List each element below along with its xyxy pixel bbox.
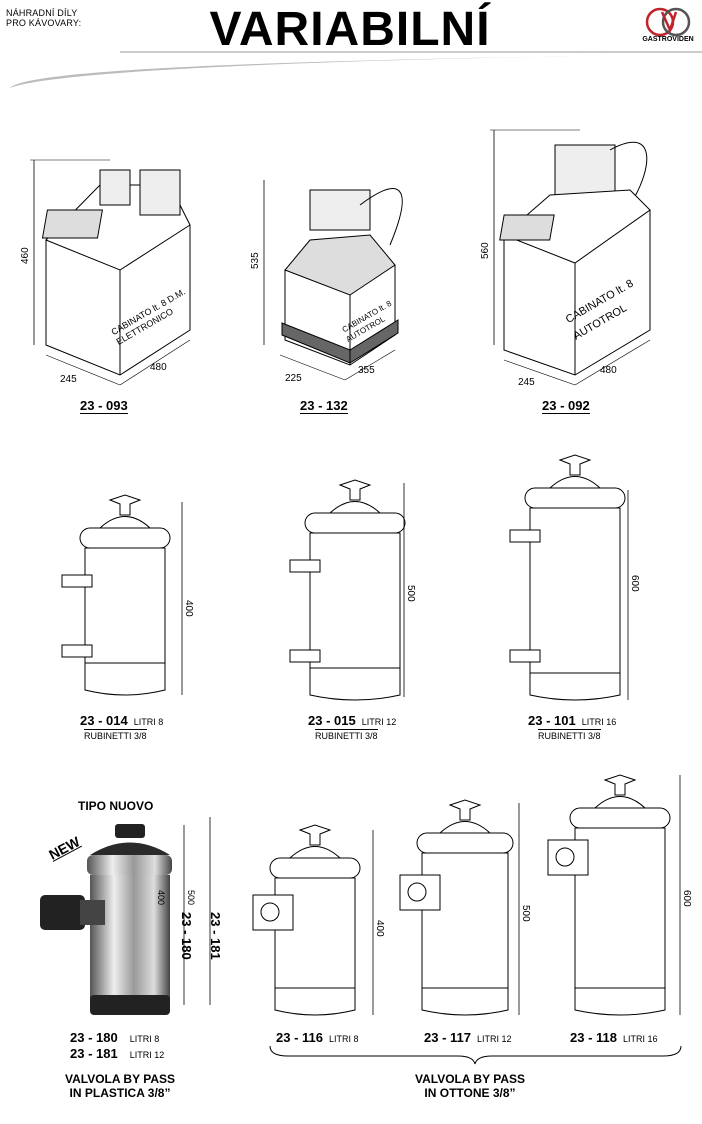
code-23-101: 23 - 101 LITRI 16 bbox=[528, 713, 616, 728]
code-23-117: 23 - 117 LITRI 12 bbox=[424, 1030, 512, 1045]
plastic-dim-400: 400 bbox=[156, 890, 166, 906]
brass-caption-line2: IN OTTONE 3/8” bbox=[424, 1086, 516, 1100]
cabinato-2-height: 535 bbox=[250, 252, 261, 269]
header-subtitle-line2: PRO KÁVOVARY: bbox=[6, 18, 82, 28]
plastic-caption-line1: VALVOLA BY PASS bbox=[64, 1072, 175, 1086]
plastic-dim-500: 500 bbox=[186, 890, 196, 906]
code-23-092: 23 - 092 bbox=[542, 398, 590, 414]
cabinato-23-132-drawing: 535 CABINATO lt. 8 AUTOTROL 225 355 bbox=[250, 180, 403, 384]
litri-23-180: LITRI 8 bbox=[129, 1034, 160, 1044]
rubinetti-23-101: RUBINETTI 3/8 bbox=[538, 729, 601, 741]
plastic-vertical-code-180: 23 - 180 bbox=[179, 912, 194, 960]
cabinato-23-092-drawing: 560 CABINATO lt. 8 AUTOTROL 245 480 bbox=[480, 129, 651, 388]
cabinato-2-depth: 225 bbox=[285, 373, 302, 384]
header-subtitle-line1: NÁHRADNÍ DÍLY bbox=[6, 8, 78, 18]
softener-23-015-drawing: 500 bbox=[289, 479, 416, 701]
litri-23-015: LITRI 12 bbox=[361, 717, 397, 727]
brass-116-height: 400 bbox=[374, 920, 385, 937]
brass-caption-line1: VALVOLA BY PASS bbox=[414, 1072, 525, 1086]
softener-014-height: 400 bbox=[183, 600, 194, 617]
cabinato-3-height: 560 bbox=[480, 242, 491, 259]
litri-23-181: LITRI 12 bbox=[129, 1050, 165, 1060]
litri-23-117: LITRI 12 bbox=[477, 1034, 512, 1044]
gastroviden-logo-icon bbox=[645, 7, 691, 37]
code-23-118: 23 - 118 LITRI 16 bbox=[570, 1030, 658, 1045]
code-23-015: 23 - 015 LITRI 12 bbox=[308, 713, 396, 728]
code-23-015-number: 23 - 015 bbox=[308, 713, 356, 728]
brass-softener-23-117-drawing: 500 bbox=[399, 799, 531, 1016]
code-23-117-number: 23 - 117 bbox=[424, 1030, 471, 1045]
plastic-caption-line2: IN PLASTICA 3/8” bbox=[69, 1086, 171, 1100]
litri-23-116: LITRI 8 bbox=[329, 1034, 359, 1044]
cabinato-1-width: 480 bbox=[150, 362, 167, 373]
plastic-dimensions bbox=[183, 817, 211, 1005]
rubinetti-23-015: RUBINETTI 3/8 bbox=[315, 729, 378, 741]
cabinato-3-width: 480 bbox=[600, 365, 617, 376]
brass-softener-23-116-drawing: 400 bbox=[252, 824, 385, 1016]
brass-117-height: 500 bbox=[520, 905, 531, 922]
litri-23-014: LITRI 8 bbox=[133, 717, 164, 727]
code-23-132: 23 - 132 bbox=[300, 398, 348, 414]
code-23-181-number: 23 - 181 bbox=[70, 1046, 118, 1061]
cabinato-3-depth: 245 bbox=[518, 377, 535, 388]
brass-softener-23-118-drawing: 600 bbox=[547, 774, 692, 1016]
cabinato-1-height: 460 bbox=[20, 247, 31, 264]
code-23-116: 23 - 116 LITRI 8 bbox=[276, 1030, 359, 1045]
litri-23-118: LITRI 16 bbox=[623, 1034, 658, 1044]
brass-grouping-brace bbox=[269, 1045, 682, 1065]
softener-23-014-drawing: 400 bbox=[61, 494, 194, 696]
brass-caption: VALVOLA BY PASS IN OTTONE 3/8” bbox=[380, 1072, 560, 1100]
code-23-180-number: 23 - 180 bbox=[70, 1030, 118, 1045]
code-23-014-number: 23 - 014 bbox=[80, 713, 128, 728]
header-subtitle: NÁHRADNÍ DÍLY PRO KÁVOVARY: bbox=[6, 8, 81, 28]
litri-23-101: LITRI 16 bbox=[581, 717, 617, 727]
cabinato-2-width: 355 bbox=[358, 365, 375, 376]
page-title: VARIABILNÍ bbox=[209, 3, 491, 56]
softener-101-height: 600 bbox=[629, 575, 640, 592]
code-23-180: 23 - 180 LITRI 8 bbox=[70, 1030, 159, 1045]
rubinetti-23-014: RUBINETTI 3/8 bbox=[84, 729, 147, 741]
cabinato-23-093-drawing: 460 CABINATO lt. 8 D.M. ELETTRONICO 245 … bbox=[20, 159, 191, 386]
header-swoosh bbox=[10, 51, 702, 88]
brass-118-height: 600 bbox=[681, 890, 692, 907]
code-23-118-number: 23 - 118 bbox=[570, 1030, 617, 1045]
tipo-nuovo-label: TIPO NUOVO bbox=[78, 799, 154, 813]
code-23-101-number: 23 - 101 bbox=[528, 713, 576, 728]
softener-23-101-drawing: 600 bbox=[509, 454, 640, 701]
softener-015-height: 500 bbox=[405, 585, 416, 602]
cabinato-1-depth: 245 bbox=[60, 374, 77, 385]
code-23-181: 23 - 181 LITRI 12 bbox=[70, 1046, 164, 1061]
logo-text: GASTROVIDEN bbox=[642, 36, 694, 43]
code-23-116-number: 23 - 116 bbox=[276, 1030, 323, 1045]
code-23-093: 23 - 093 bbox=[80, 398, 128, 414]
plastic-valve-softener-photo bbox=[40, 824, 172, 1015]
code-23-014: 23 - 014 LITRI 8 bbox=[80, 713, 163, 728]
plastic-caption: VALVOLA BY PASS IN PLASTICA 3/8” bbox=[40, 1072, 200, 1100]
plastic-vertical-code-181: 23 - 181 bbox=[208, 912, 223, 960]
